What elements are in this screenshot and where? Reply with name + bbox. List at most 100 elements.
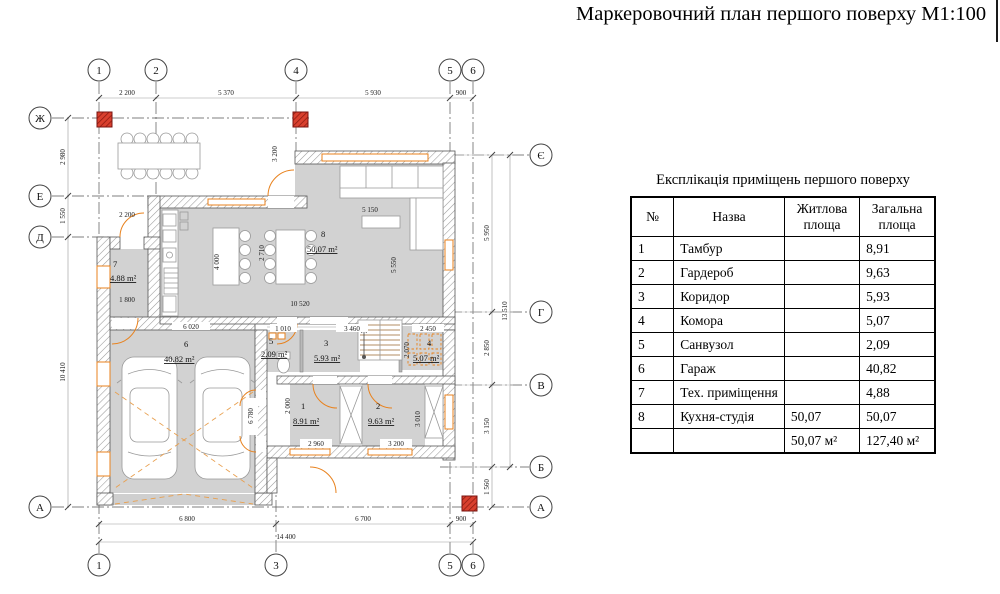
room-area: 9.63 m²	[368, 416, 395, 426]
axis-label: 5	[447, 560, 453, 572]
furniture	[114, 132, 444, 505]
dim-text: 1 550	[59, 208, 67, 224]
dimension-lines	[64, 94, 514, 546]
table-row: 8 Кухня-студія 50,07 50,07	[630, 404, 936, 429]
axis-label: 6	[470, 65, 476, 77]
cell-total: 4,88	[859, 380, 936, 405]
dim-text: 5 930	[365, 89, 381, 97]
axis-label: А	[36, 502, 44, 514]
axis-label: Д	[36, 232, 44, 244]
cell-num: 4	[630, 308, 675, 333]
dim-text: 2 200	[119, 89, 135, 97]
table-title: Експлікація приміщень першого поверху	[656, 172, 910, 188]
cell-num-empty	[630, 428, 675, 454]
cell-living	[783, 260, 861, 285]
dim-text: 3 460	[344, 325, 360, 333]
axis-label: 1	[96, 560, 102, 572]
room-labels: 1 8.91 m² 2 9.63 m² 3 5.93 m² 4 5.07 m² …	[110, 229, 440, 426]
axis-label: 2	[153, 65, 159, 77]
cell-name: Тех. приміщення	[673, 380, 785, 405]
windows	[96, 153, 454, 477]
cell-living	[783, 332, 861, 357]
room-area: 5.07 m²	[413, 353, 440, 363]
room-area: 2.09 m²	[261, 349, 288, 359]
axis-label: Б	[538, 462, 544, 474]
dim-text: 2 960	[308, 440, 324, 448]
cell-name: Санвузол	[673, 332, 785, 357]
cell-total: 40,82	[859, 356, 936, 381]
room-area: 5.93 m²	[314, 353, 341, 363]
cell-total: 5,07	[859, 308, 936, 333]
dim-text: 10 410	[59, 362, 67, 382]
axis-label: 6	[470, 560, 476, 572]
axis-label: 5	[447, 65, 453, 77]
cell-total: 9,63	[859, 260, 936, 285]
room-number: 8	[321, 229, 325, 239]
cell-total: 8,91	[859, 236, 936, 261]
table-row: 7 Тех. приміщення 4,88	[630, 380, 936, 405]
cell-living	[783, 236, 861, 261]
room-area: 4.88 m²	[110, 273, 137, 283]
dim-text: 2 000	[284, 398, 292, 414]
dim-text: 2 450	[420, 325, 436, 333]
dim-text: 2 980	[59, 149, 67, 165]
dining-table-2	[264, 229, 317, 285]
dimension-labels: 2 200 5 370 5 930 900 6 800 6 700 900 14…	[59, 89, 509, 541]
cell-living	[783, 308, 861, 333]
room-area: 50,07 m²	[307, 244, 338, 254]
dim-text: 5 370	[218, 89, 234, 97]
sofa	[339, 165, 444, 251]
dim-text: 900	[456, 515, 467, 523]
cell-num: 1	[630, 236, 675, 261]
room-area: 40.82 m²	[164, 354, 195, 364]
cell-name: Кухня-студія	[673, 404, 785, 429]
axis-label: 4	[293, 65, 299, 77]
col-header-num: №	[630, 196, 675, 237]
axis-markers: 1 2 4 5 6 1 3 5 6 Ж Е Д А Є Г В Б А	[28, 58, 553, 577]
page-title: Маркеровочний план першого поверху М1:10…	[576, 3, 987, 25]
cell-living-total: 50,07 м²	[783, 428, 861, 454]
dim-text: 5 950	[483, 225, 491, 241]
room-number: 6	[184, 339, 188, 349]
cell-name: Коридор	[673, 284, 785, 309]
cell-name-empty	[673, 428, 785, 454]
dim-text: 3 200	[271, 146, 279, 162]
axis-label: Ж	[35, 113, 45, 125]
dim-text: 900	[456, 89, 467, 97]
dim-text: 4 000	[213, 254, 221, 270]
table-totals-row: 50,07 м² 127,40 м²	[630, 428, 936, 454]
cell-name: Комора	[673, 308, 785, 333]
dim-text: 3 200	[388, 440, 404, 448]
dim-text: 6 700	[355, 515, 371, 523]
dim-text: 2 200	[119, 211, 135, 219]
dining-table-1	[212, 227, 251, 286]
cell-num: 2	[630, 260, 675, 285]
toilet-icon	[268, 332, 291, 374]
cell-living	[783, 380, 861, 405]
dim-text: 1 800	[119, 296, 135, 304]
dim-text: 14 400	[276, 533, 296, 541]
storage-shelves	[407, 333, 442, 366]
explication-table: № Назва Житлова площа Загальна площа 1 Т…	[630, 196, 936, 454]
cell-living	[783, 356, 861, 381]
dim-text: 5 150	[362, 206, 378, 214]
cell-total: 2,09	[859, 332, 936, 357]
structural-columns	[96, 111, 478, 512]
table-row: 3 Коридор 5,93	[630, 284, 936, 309]
dim-text: 5 550	[390, 257, 398, 273]
cell-total-total: 127,40 м²	[859, 428, 936, 454]
cell-living: 50,07	[783, 404, 861, 429]
room-number: 2	[376, 401, 380, 411]
explication-panel: Експлікація приміщень першого поверху № …	[630, 172, 936, 454]
dim-text: 6 800	[179, 515, 195, 523]
dim-text: 3 150	[483, 418, 491, 434]
kitchen-counter	[161, 209, 189, 317]
table-header-row: № Назва Житлова площа Загальна площа	[630, 196, 936, 237]
cell-num: 8	[630, 404, 675, 429]
wardrobes	[339, 385, 444, 445]
table-row: 1 Тамбур 8,91	[630, 236, 936, 261]
cell-name: Гараж	[673, 356, 785, 381]
axis-label: 3	[273, 560, 279, 572]
room-number: 3	[324, 338, 328, 348]
dim-text: 1 010	[275, 325, 291, 333]
